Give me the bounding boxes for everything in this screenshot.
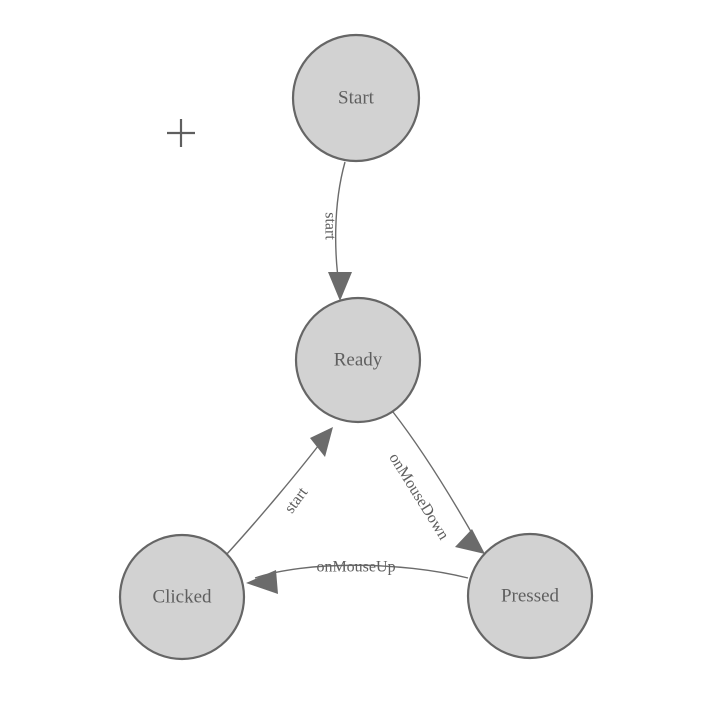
edge-ready-to-pressed[interactable]: onMouseDown — [385, 411, 485, 554]
crosshair-icon — [167, 119, 195, 147]
node-clicked-circle[interactable] — [118, 533, 246, 661]
edge-label-start-to-ready: start — [321, 212, 338, 240]
node-ready-circle[interactable] — [294, 296, 422, 424]
edge-clicked-to-ready[interactable]: start — [225, 427, 333, 556]
node-clicked-label: Clicked — [152, 586, 212, 607]
edge-label-pressed-to-clicked: onMouseUp — [316, 559, 395, 576]
node-start-circle[interactable] — [291, 33, 421, 163]
edge-label-ready-to-pressed: onMouseDown — [385, 450, 452, 543]
edge-pressed-to-clicked[interactable]: onMouseUp — [246, 559, 469, 594]
node-ready[interactable]: Ready — [294, 296, 422, 424]
node-ready-label: Ready — [334, 349, 383, 370]
node-pressed-circle[interactable] — [466, 532, 594, 660]
node-clicked[interactable]: Clicked — [118, 533, 246, 661]
node-pressed-label: Pressed — [501, 585, 560, 606]
node-start[interactable]: Start — [291, 33, 421, 163]
edge-label-clicked-to-ready: start — [281, 484, 311, 517]
node-start-label: Start — [338, 87, 375, 108]
edge-start-to-ready[interactable]: start — [321, 161, 352, 301]
node-pressed[interactable]: Pressed — [466, 532, 594, 660]
